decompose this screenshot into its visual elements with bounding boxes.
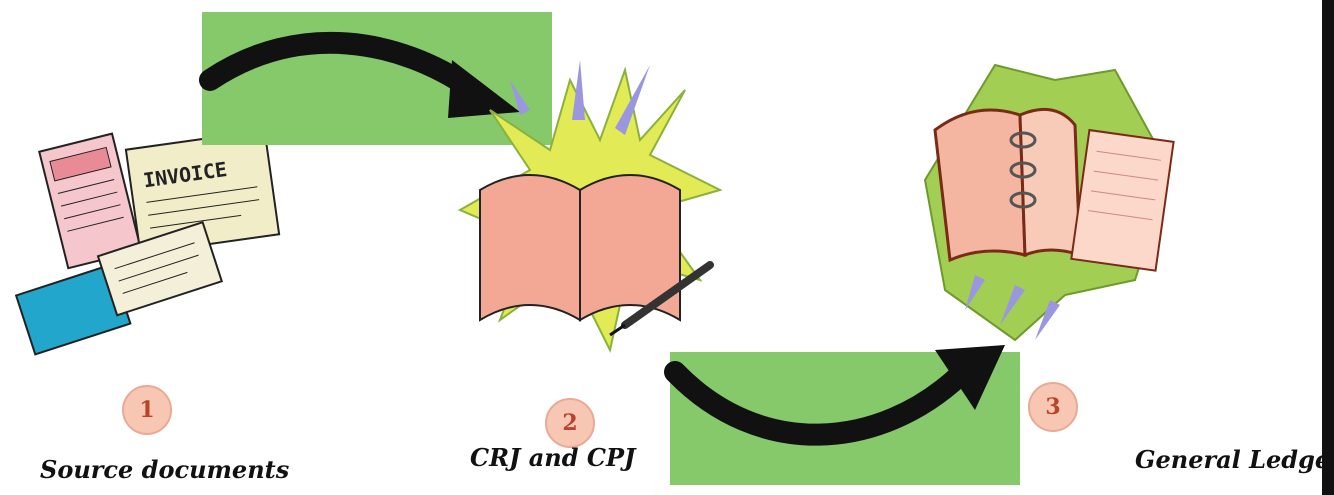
step-1-caption: Source documents (40, 455, 289, 484)
step-3-number: 3 (1028, 382, 1078, 432)
right-border-rule (1322, 0, 1334, 495)
step-2-number: 2 (545, 398, 595, 448)
step-3-caption: General Ledger (1135, 445, 1334, 474)
ledger-icon (905, 60, 1185, 360)
step-2-caption: CRJ and CPJ (470, 443, 635, 472)
step-1-number: 1 (122, 385, 172, 435)
